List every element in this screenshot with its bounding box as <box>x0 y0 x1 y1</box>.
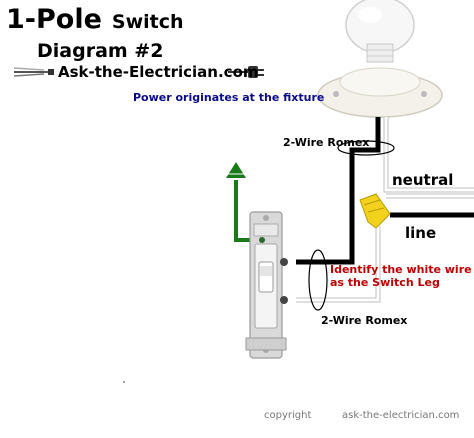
brand-text: Ask-the-Electrician.com <box>58 63 259 81</box>
romex-clamp-top <box>337 140 395 156</box>
light-fixture-base <box>317 67 443 118</box>
neutral-label: neutral <box>392 171 454 189</box>
romex-top-label: 2-Wire Romex <box>283 136 370 149</box>
light-bulb-icon <box>345 0 415 63</box>
line-label: line <box>405 224 437 242</box>
diagram-title-line2: Diagram #2 <box>37 40 164 62</box>
romex-bottom-label: 2-Wire Romex <box>321 314 408 327</box>
cable-icon-left <box>13 67 54 77</box>
romex-clamp-bottom <box>308 249 328 311</box>
neutral-wire-white <box>383 117 474 193</box>
diagram-title-line1: 1-Pole Switch <box>6 4 184 35</box>
title-big: 1-Pole <box>6 4 102 35</box>
wire-nut-icon <box>359 193 391 229</box>
toggle-switch-device <box>245 211 288 359</box>
identify-line2: as the Switch Leg <box>330 276 440 289</box>
title-small: Switch <box>111 11 184 33</box>
identify-switch-leg-note: Identify the white wire as the Switch Le… <box>330 263 472 289</box>
footer-copyright: copyright <box>264 410 312 421</box>
ground-arrow-icon <box>226 162 246 178</box>
switch-leg-white-wire <box>296 226 381 303</box>
hot-wire-black <box>296 117 381 265</box>
identify-line1: Identify the white wire <box>330 263 472 276</box>
stray-dot <box>123 381 125 383</box>
power-note: Power originates at the fixture <box>133 91 325 104</box>
footer-site: ask-the-electrician.com <box>342 410 460 421</box>
plug-icon-right <box>228 66 264 78</box>
